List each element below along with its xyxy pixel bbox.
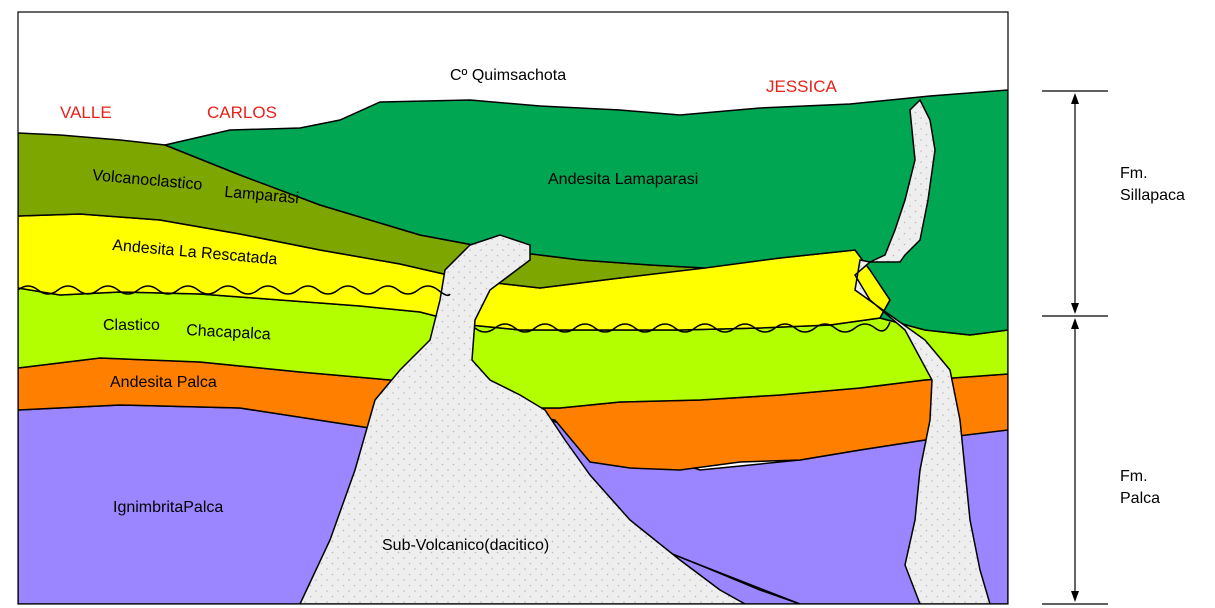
label-sub-volcanico: Sub-Volcanico(dacitico) <box>382 537 549 554</box>
formation-palca-line1: Fm. <box>1120 468 1148 485</box>
formation-palca-line2: Palca <box>1120 490 1160 507</box>
summit-label: Cº Quimsachota <box>450 67 566 84</box>
formation-sillapaca-line2: Sillapaca <box>1120 187 1185 204</box>
label-andesita-palca: Andesita Palca <box>110 374 217 391</box>
label-clastico: Clastico <box>103 317 160 334</box>
label-andesita-lamaparasi: Andesita Lamaparasi <box>548 171 698 188</box>
strata-layers <box>18 90 1008 604</box>
formation-scale <box>1042 91 1108 604</box>
place-valle: VALLE <box>60 103 112 122</box>
place-carlos: CARLOS <box>207 103 277 122</box>
formation-sillapaca-line1: Fm. <box>1120 165 1148 182</box>
place-jessica: JESSICA <box>766 77 838 96</box>
label-ignimbrita-palca: IgnimbritaPalca <box>113 499 223 516</box>
